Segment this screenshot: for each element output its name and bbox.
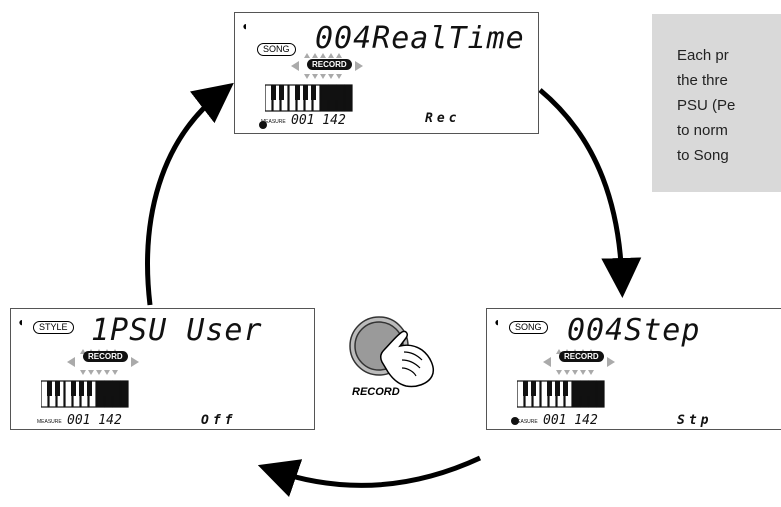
main-display-text: 004Step	[567, 313, 701, 348]
arrow-to-step	[538, 88, 642, 298]
record-button-label: RECORD	[352, 386, 400, 398]
record-indicator: RECORD	[559, 351, 604, 362]
record-dot	[259, 121, 267, 129]
keyboard-icon	[265, 84, 353, 112]
note-text: Each pr the thre PSU (Pe to norm to Song	[677, 47, 736, 164]
record-mode-word: Rec	[425, 111, 461, 126]
record-mode-word: Stp	[677, 413, 713, 428]
mode-badge: STYLE	[33, 321, 74, 334]
moon-icon: ◖	[17, 315, 25, 329]
mode-badge: SONG	[509, 321, 548, 334]
keyboard-icon	[41, 380, 129, 408]
record-mode-word: Off	[201, 413, 237, 428]
main-display-text: 1PSU User	[91, 313, 263, 348]
record-button-illustration: RECORD	[346, 316, 446, 406]
measure-label: MEASURE	[261, 119, 286, 125]
note-box: Each pr the thre PSU (Pe to norm to Song	[652, 14, 781, 192]
arrow-to-style	[257, 455, 482, 498]
arrow-to-realtime	[145, 82, 234, 306]
moon-icon: ◖	[241, 19, 249, 33]
record-indicator: RECORD	[307, 59, 352, 70]
measure-value: 001 142	[67, 413, 122, 428]
moon-icon: ◖	[493, 315, 501, 329]
measure-label: MEASURE	[37, 419, 62, 425]
record-indicator-arrows	[291, 53, 363, 79]
main-display-text: 004RealTime	[315, 21, 525, 56]
record-indicator: RECORD	[83, 351, 128, 362]
measure-label: MEASURE	[513, 419, 538, 425]
mode-badge: SONG	[257, 43, 296, 56]
record-dot	[511, 417, 519, 425]
measure-value: 001 142	[291, 113, 346, 128]
measure-value: 001 142	[543, 413, 598, 428]
hand-press-icon	[349, 316, 434, 388]
keyboard-icon	[517, 380, 605, 408]
